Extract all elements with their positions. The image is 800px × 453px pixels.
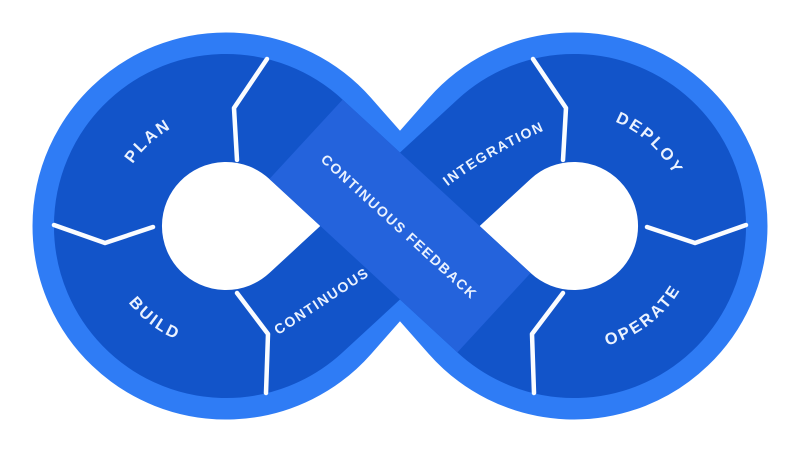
divider-integration-deploy [530, 56, 569, 163]
divider-operate-feedback [529, 290, 566, 396]
feedback-band [269, 99, 531, 353]
divider-plan-build [51, 222, 156, 246]
divider-deploy-operate [644, 222, 749, 246]
divider-feedback-plan [231, 56, 270, 163]
divider-build-integration [234, 290, 271, 396]
